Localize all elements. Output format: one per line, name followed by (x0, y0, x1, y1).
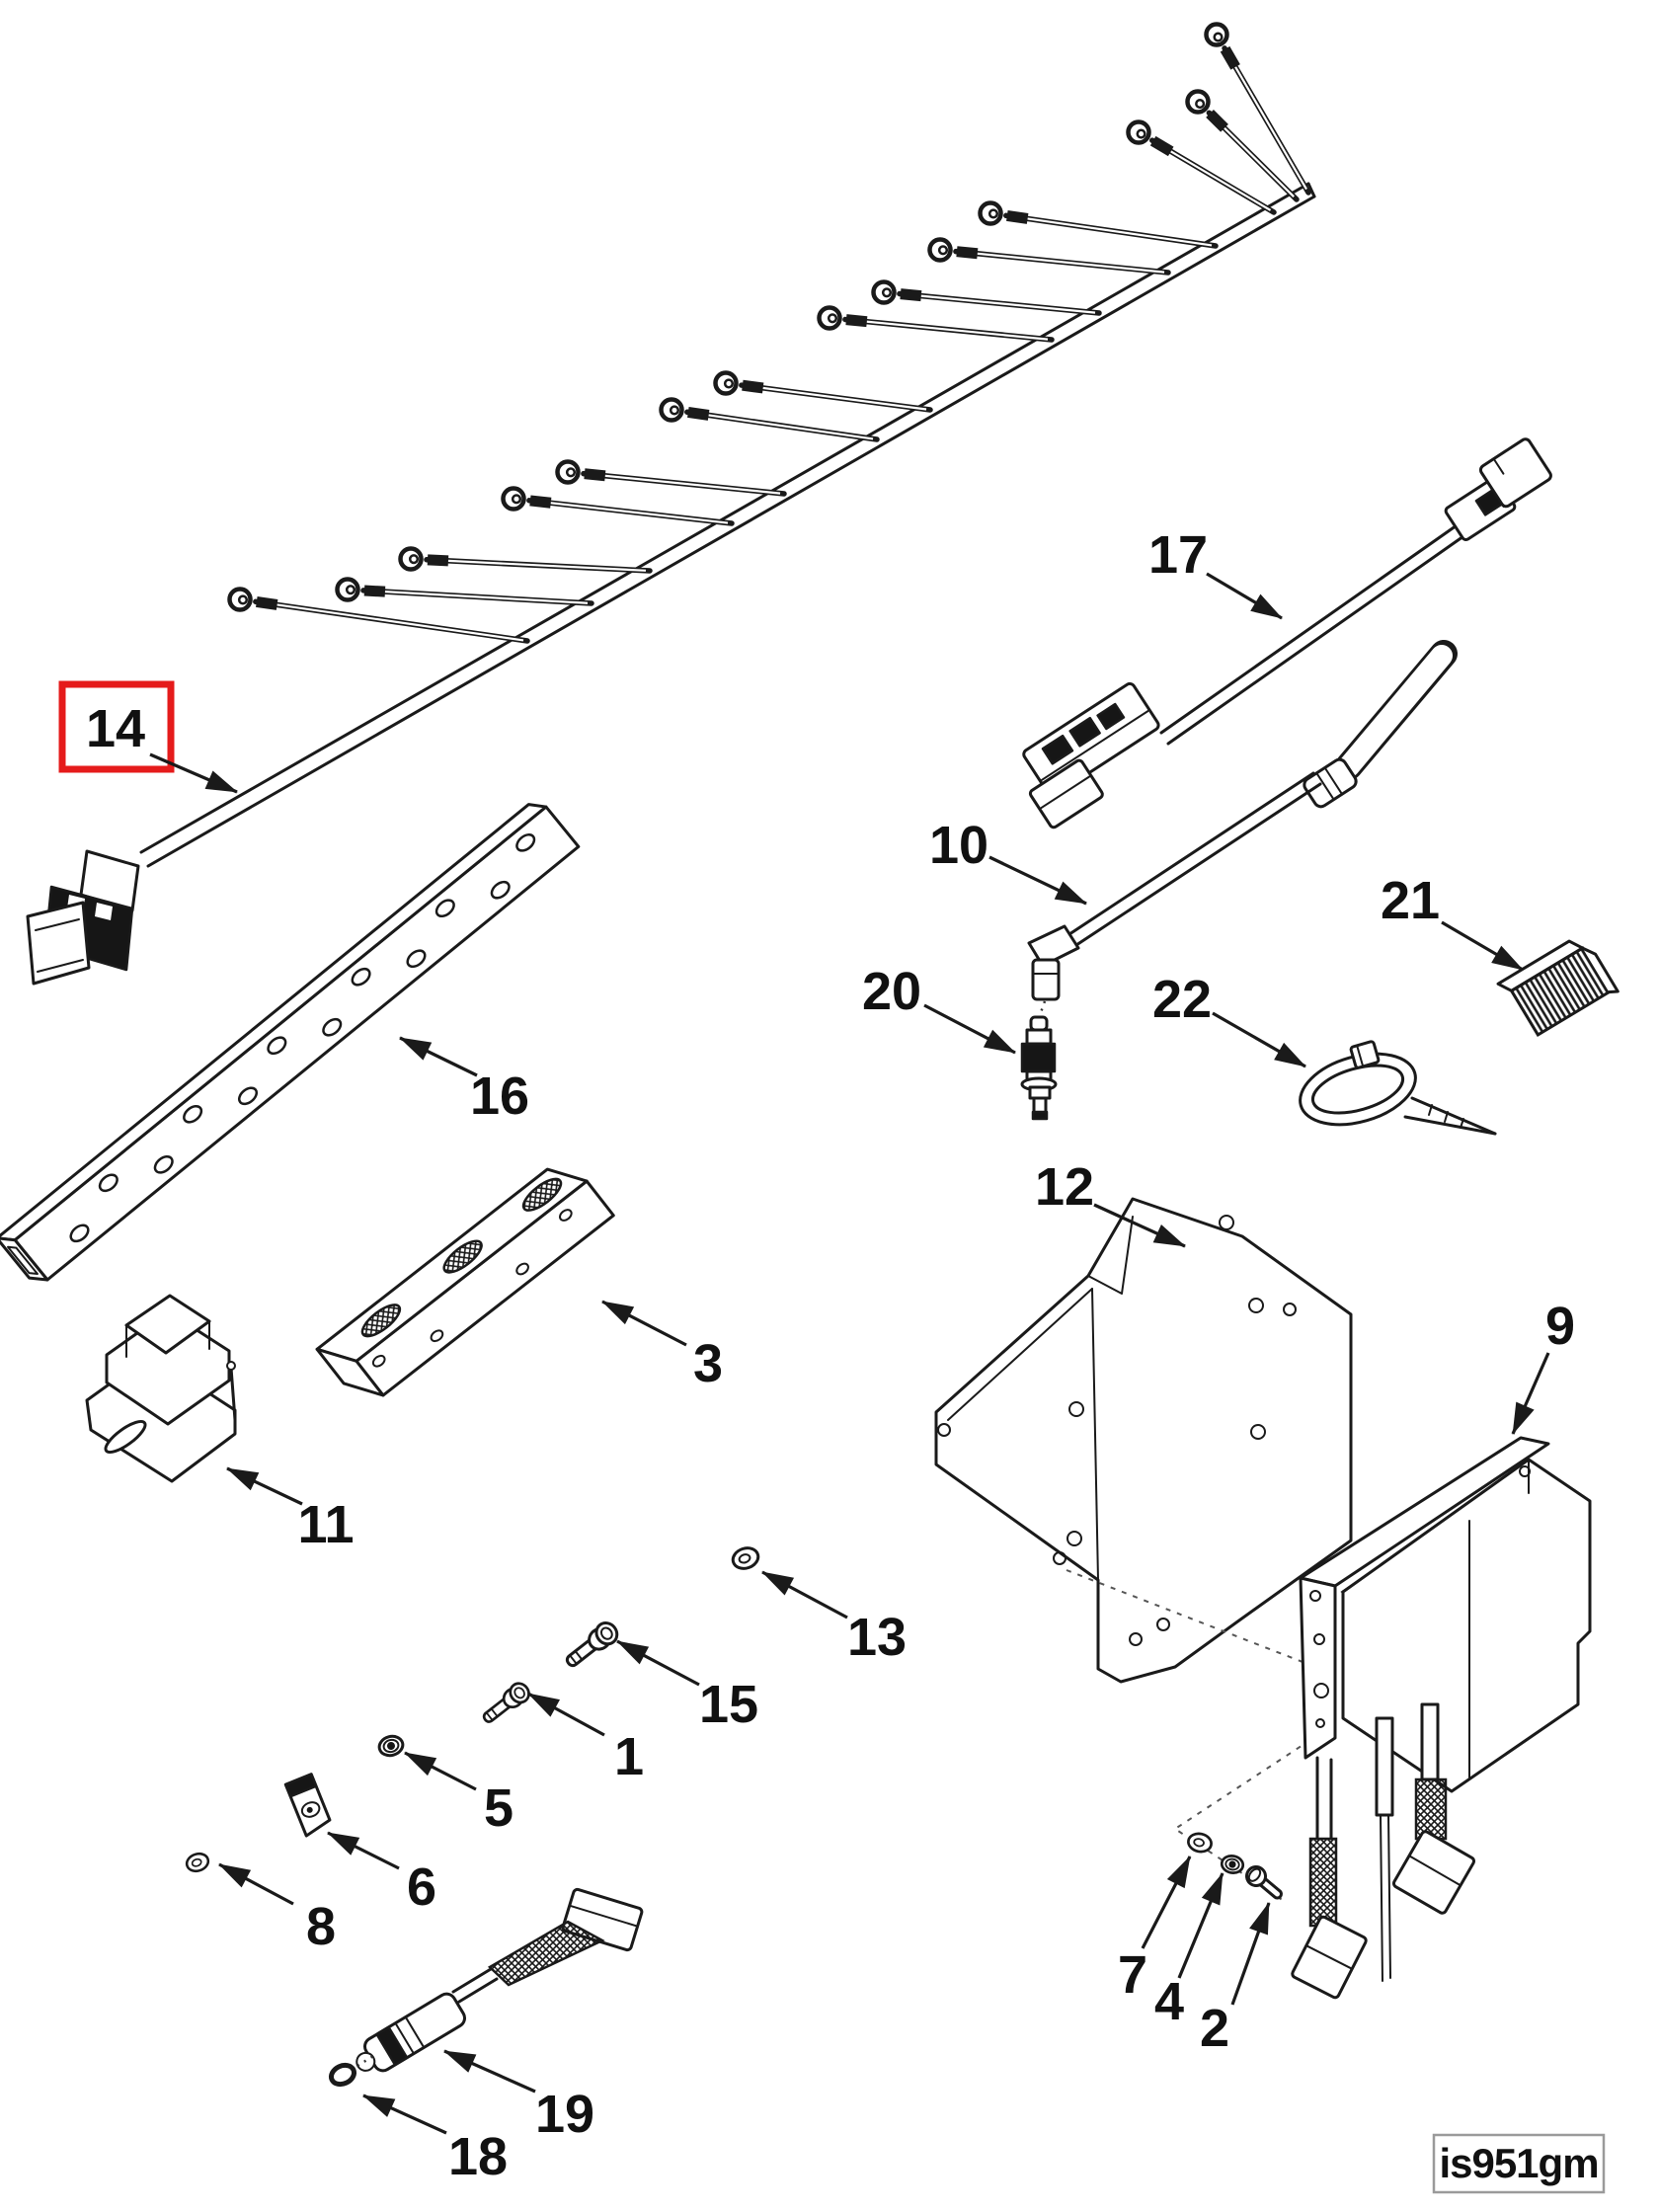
harness-trunk (139, 182, 1310, 854)
part-16-mounting-bar (0, 803, 581, 1282)
callout-8[interactable]: 8 (218, 1862, 336, 1956)
callout-number: 2 (1200, 1999, 1229, 2058)
callout-arrow (601, 1300, 687, 1347)
callout-arrow (1212, 1011, 1306, 1068)
part-12-mounting-plate (934, 1197, 1353, 1684)
callout-17[interactable]: 17 (1148, 525, 1283, 620)
callout-arrow (616, 1639, 700, 1687)
part-2-screw (1241, 1861, 1289, 1906)
harness-connector (26, 849, 140, 986)
callout-arrow (443, 2049, 536, 2094)
callout-arrow (988, 855, 1087, 906)
harness-branch-wires (227, 22, 1311, 644)
callout-number: 15 (699, 1675, 758, 1734)
callout-number: 18 (448, 2127, 508, 2186)
callout-number: 14 (86, 699, 145, 758)
callout-7[interactable]: 7 (1118, 1856, 1192, 2005)
callout-arrow (527, 1692, 605, 1737)
part-19-sensor-cable (328, 1887, 644, 2088)
part-3-bracket (315, 1167, 615, 1397)
callout-number: 1 (614, 1727, 644, 1786)
callout-20[interactable]: 20 (862, 962, 1016, 1055)
callout-number: 10 (929, 816, 988, 875)
callout-13[interactable]: 13 (761, 1570, 907, 1667)
callout-5[interactable]: 5 (404, 1751, 514, 1838)
callout-number: 11 (297, 1495, 354, 1554)
callout-9[interactable]: 9 (1511, 1297, 1575, 1435)
callout-arrow (399, 1036, 478, 1077)
part-5-nut (375, 1732, 407, 1760)
callout-3[interactable]: 3 (601, 1300, 723, 1393)
callout-18[interactable]: 18 (362, 2094, 508, 2186)
callout-number: 19 (535, 2085, 594, 2144)
callout-arrow (1511, 1352, 1550, 1435)
callout-arrow (404, 1751, 477, 1791)
callout-16[interactable]: 16 (399, 1036, 529, 1126)
part-13-washer (729, 1542, 762, 1574)
part-7-washer (1185, 1830, 1215, 1856)
part-9-control-module (1066, 1436, 1592, 2000)
highlight-box (58, 680, 175, 773)
callout-6[interactable]: 6 (327, 1831, 436, 1917)
part-18-o-ring (328, 2062, 357, 2088)
part-10-probe (1027, 640, 1458, 1016)
callout-arrow (923, 1003, 1016, 1055)
callout-arrow (327, 1831, 400, 1870)
callout-14[interactable]: 14 (58, 680, 238, 794)
callout-number: 21 (1381, 871, 1440, 930)
callout-arrow (1206, 572, 1283, 620)
callout-arrow (1441, 920, 1524, 972)
callout-number: 5 (484, 1778, 514, 1838)
part-6-clip (283, 1773, 332, 1838)
callout-number: 6 (407, 1857, 436, 1917)
part-22-cable-tie (1299, 1040, 1497, 1136)
callout-number: 22 (1152, 970, 1212, 1029)
callout-arrow (218, 1862, 294, 1906)
part-21-connector-block (1496, 939, 1620, 1037)
part-8-washer (183, 1850, 212, 1875)
callout-arrow (226, 1466, 303, 1506)
callout-arrow (149, 752, 238, 794)
callout-number: 17 (1148, 525, 1208, 585)
callout-10[interactable]: 10 (929, 816, 1087, 906)
figure-code: is951gm (1439, 2140, 1598, 2186)
part-20-spark-plug (1020, 1015, 1058, 1121)
callout-12[interactable]: 12 (1035, 1157, 1186, 1248)
callout-1[interactable]: 1 (527, 1692, 644, 1786)
callout-number: 16 (470, 1066, 529, 1126)
callout-4[interactable]: 4 (1154, 1872, 1224, 2031)
callout-number: 20 (862, 962, 921, 1021)
callout-number: 13 (847, 1608, 907, 1667)
part-1-bolt (477, 1678, 534, 1729)
callout-arrow (1177, 1872, 1224, 1979)
callout-11[interactable]: 11 (226, 1466, 355, 1554)
callout-arrow (1093, 1203, 1186, 1248)
callout-number: 7 (1118, 1945, 1147, 2005)
part-17-cable (1022, 437, 1552, 830)
callout-number: 9 (1545, 1297, 1575, 1356)
callout-15[interactable]: 15 (616, 1639, 758, 1734)
callout-number: 8 (306, 1897, 336, 1956)
part-15-bolt (560, 1617, 623, 1674)
callout-21[interactable]: 21 (1381, 871, 1524, 972)
callout-number: 4 (1154, 1972, 1184, 2031)
callout-number: 12 (1035, 1157, 1094, 1217)
callout-arrow (1230, 1902, 1271, 2006)
callout-19[interactable]: 19 (443, 2049, 594, 2144)
callout-2[interactable]: 2 (1200, 1902, 1271, 2058)
part-14-wiring-harness (26, 22, 1316, 986)
callout-arrow (1141, 1856, 1192, 1949)
figure-code-box: is951gm (1432, 2133, 1606, 2194)
callout-22[interactable]: 22 (1152, 970, 1306, 1068)
callout-arrow (761, 1570, 848, 1620)
callout-number: 3 (693, 1334, 723, 1393)
part-11-module (85, 1294, 237, 1483)
callout-arrow (362, 2094, 447, 2135)
part-4-nut (1219, 1853, 1246, 1876)
